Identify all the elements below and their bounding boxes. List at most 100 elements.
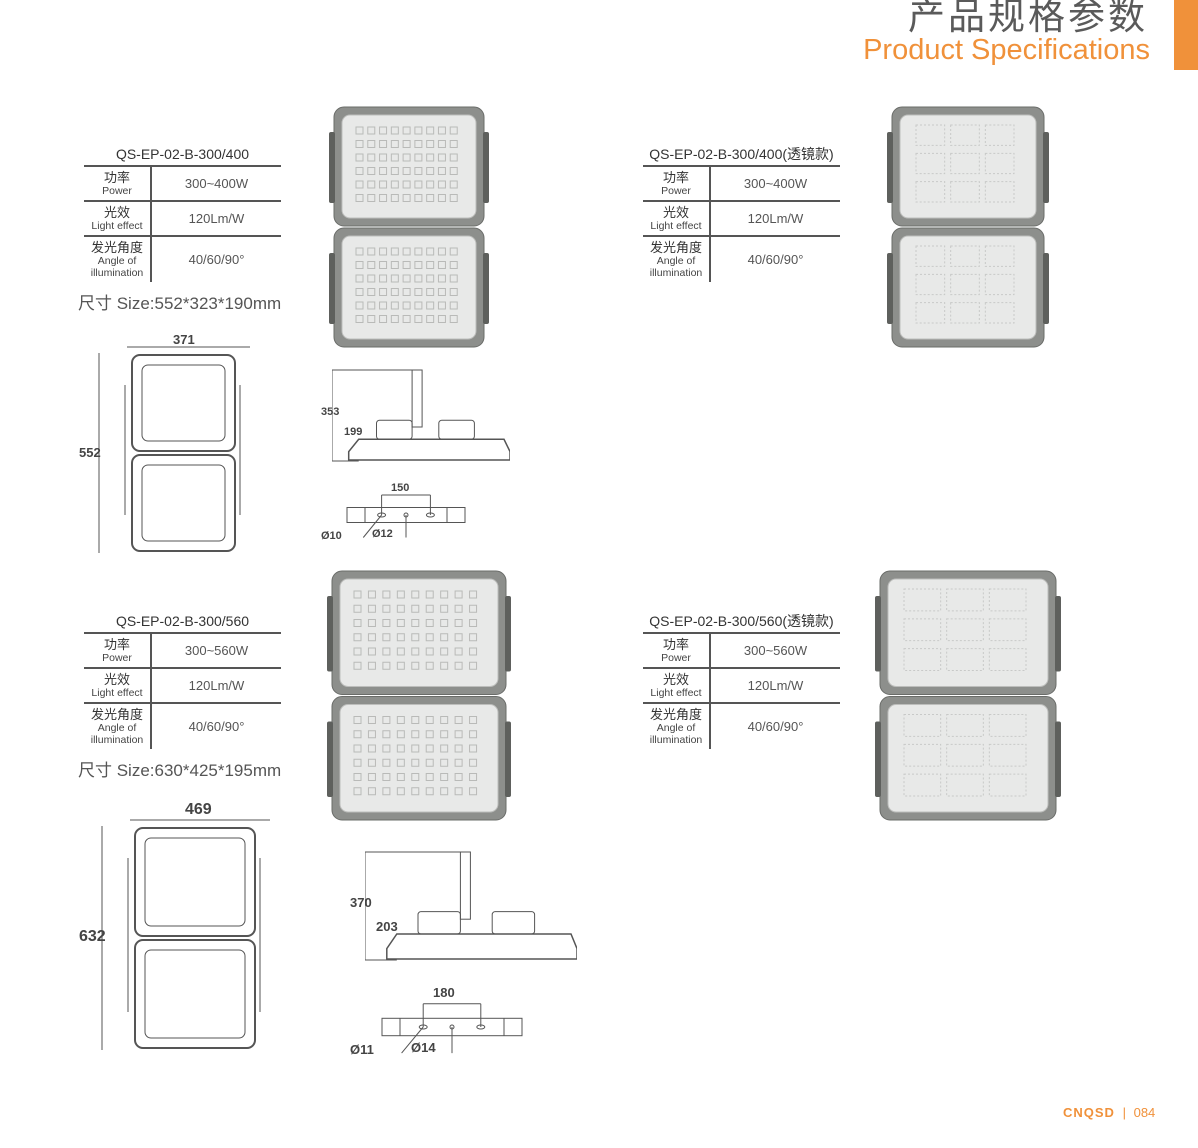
spec-value: 120Lm/W [747,211,804,226]
bracket-drawing [380,998,524,1056]
dim-hole2: Ø12 [372,528,393,540]
spec-key-en: Power [102,652,132,664]
spec-value: 120Lm/W [747,678,804,693]
spec-key-en: Light effect [91,687,143,699]
dim-width: 469 [185,801,212,818]
spec-key-cn: 光效 [103,205,130,220]
model-name: QS-EP-02-B-300/560 [84,610,281,634]
spec-key-en: Light effect [91,220,143,232]
product-image-lens [874,568,1062,825]
drawing-svg [364,851,578,961]
dim-side-height2: 203 [376,919,398,934]
brand-logo: CNQSD [1063,1105,1115,1120]
dim-height: 632 [79,928,106,945]
side-drawing [331,368,511,463]
dim-hole1: Ø11 [350,1042,374,1057]
spec-key-en: Angle of illumination [649,722,703,746]
dim-height: 552 [79,445,101,460]
spec-value: 120Lm/W [188,211,245,226]
spec-key-cn: 光效 [662,205,689,220]
spec-key-en: Power [661,185,691,197]
product-image-lens [886,104,1050,352]
spec-key-cn: 发光角度 [649,240,702,255]
drawing-svg [101,819,270,1050]
spec-key-en: Light effect [650,220,702,232]
size-text: 尺寸 Size:630*425*195mm [78,761,282,780]
spec-value: 40/60/90° [188,252,245,267]
spec-key-cn: 功率 [662,637,689,652]
accent-bar [1174,0,1198,70]
page-title-cn: 产品规格参数 [908,0,1148,38]
front-drawing [97,345,260,555]
product-image [328,104,490,352]
bracket-drawing [345,490,467,540]
dim-side-height: 370 [350,895,372,910]
footer: CNQSD | 084 [1063,1105,1155,1120]
spec-value: 120Lm/W [188,678,245,693]
spec-key-cn: 功率 [103,637,130,652]
spec-key-cn: 发光角度 [649,707,702,722]
product-image [326,568,512,825]
dim-hole1: Ø10 [321,530,342,542]
spec-key-en: Angle of illumination [90,255,144,279]
side-drawing [364,850,578,962]
dim-bracket: 150 [391,482,410,494]
spec-key-cn: 光效 [103,672,130,687]
spec-value: 40/60/90° [747,252,804,267]
spec-key-cn: 光效 [662,672,689,687]
model-name: QS-EP-02-B-300/400 [84,143,281,167]
lamp-svg [327,570,511,821]
drawing-svg [346,494,466,538]
dim-width: 371 [173,332,195,347]
page-number: 084 [1133,1105,1156,1120]
drawing-svg [381,1003,523,1054]
spec-key-cn: 发光角度 [90,707,143,722]
spec-value: 300~560W [743,643,808,658]
lamp-svg [875,570,1061,821]
lamp-svg [329,106,489,348]
spec-key-cn: 功率 [103,170,130,185]
spec-value: 300~400W [743,176,808,191]
dim-side-height: 353 [321,406,340,418]
spec-key-cn: 功率 [662,170,689,185]
spec-key-en: Light effect [650,687,702,699]
spec-key-en: Angle of illumination [649,255,703,279]
dim-hole2: Ø14 [411,1040,436,1055]
dim-bracket: 180 [433,985,455,1000]
spec-key-cn: 发光角度 [90,240,143,255]
drawing-svg [331,369,511,462]
size-text: 尺寸 Size:552*323*190mm [78,294,282,313]
lamp-svg [887,106,1049,348]
model-name: QS-EP-02-B-300/560(透镜款) [643,610,840,634]
spec-value: 40/60/90° [747,719,804,734]
drawing-svg [98,346,250,553]
spec-value: 300~560W [184,643,249,658]
front-drawing [100,818,280,1052]
page-title-en: Product Specifications [863,34,1150,66]
spec-value: 40/60/90° [188,719,245,734]
